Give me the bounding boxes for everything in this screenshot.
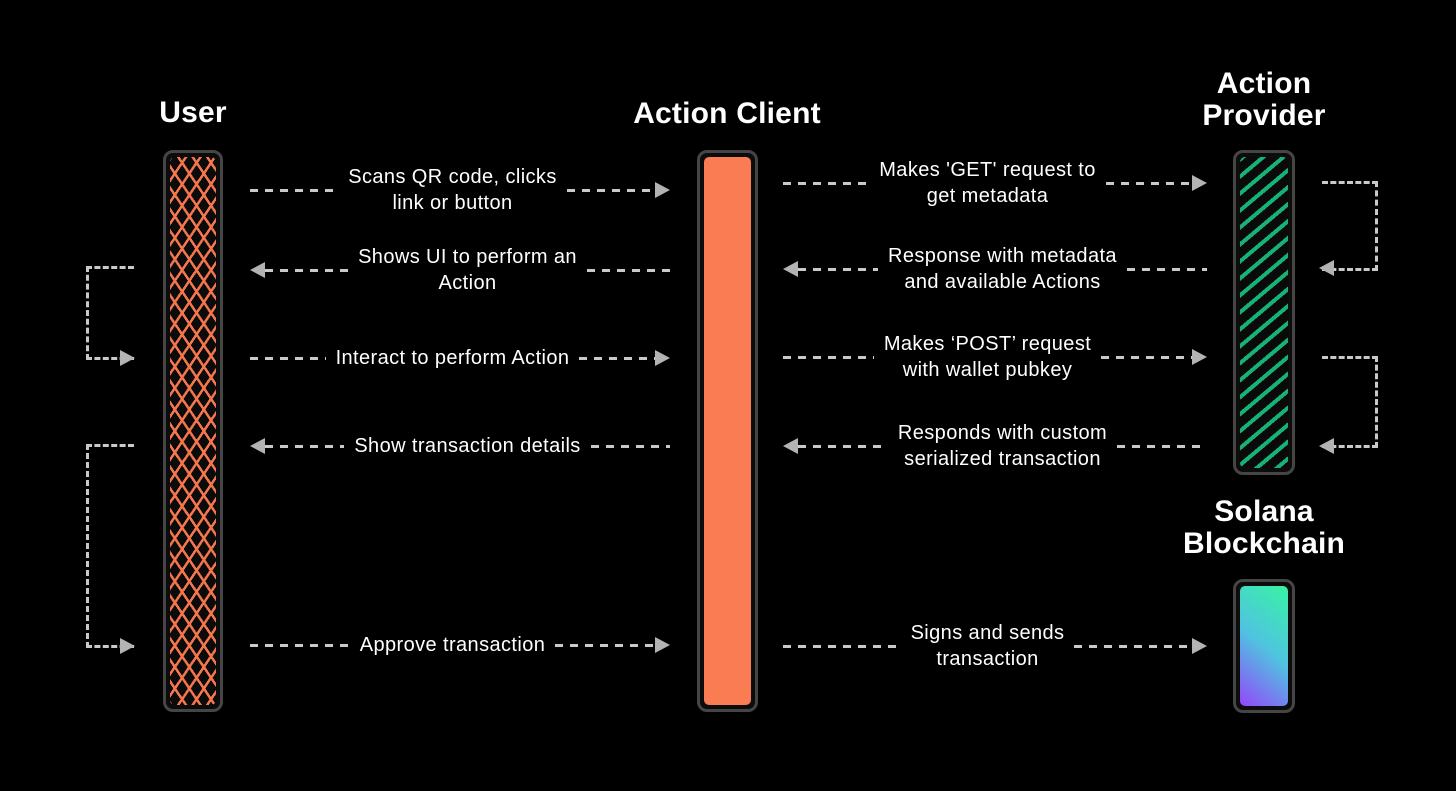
arrow-left-icon bbox=[1319, 438, 1334, 454]
lifeline-solana-blockchain bbox=[1233, 579, 1295, 713]
dashed-line bbox=[783, 355, 874, 359]
message-label: Scans QR code, clicks link or button bbox=[348, 166, 557, 214]
message-label: Makes ‘POST’ request with wallet pubkey bbox=[883, 333, 1092, 381]
dashed-line bbox=[250, 356, 326, 360]
dashed-line bbox=[590, 444, 671, 448]
lifeline-user bbox=[163, 150, 223, 712]
dashed-line bbox=[783, 181, 870, 185]
message-label: Show transaction details bbox=[354, 435, 581, 457]
self-loop-user-2 bbox=[86, 444, 134, 648]
arrow-right-icon bbox=[655, 182, 670, 198]
message-show-transaction-details: Show transaction details bbox=[250, 433, 671, 459]
self-loop-user-1 bbox=[86, 266, 134, 360]
dashed-line bbox=[1117, 444, 1208, 448]
message-label: Makes 'GET' request to get metadata bbox=[879, 159, 1096, 207]
solana-gradient-fill bbox=[1240, 586, 1288, 706]
message-approve-transaction: Approve transaction bbox=[250, 632, 671, 658]
arrow-left-icon bbox=[783, 438, 798, 454]
dashed-line bbox=[265, 268, 349, 272]
dashed-line bbox=[555, 643, 656, 647]
lifeline-action-provider bbox=[1233, 150, 1295, 475]
message-label: Signs and sends transaction bbox=[910, 622, 1065, 670]
message-makes-get-request: Makes 'GET' request to get metadata bbox=[783, 157, 1208, 209]
lifeline-action-client bbox=[697, 150, 758, 712]
message-label: Response with metadata and available Act… bbox=[888, 245, 1117, 293]
dashed-line bbox=[1101, 355, 1193, 359]
message-label: Approve transaction bbox=[359, 634, 546, 656]
message-label: Responds with custom serialized transact… bbox=[897, 422, 1108, 470]
message-label: Shows UI to perform an Action bbox=[358, 246, 577, 294]
arrow-right-icon bbox=[1192, 349, 1208, 365]
dashed-line bbox=[250, 188, 339, 192]
message-interact-to-perform: Interact to perform Action bbox=[250, 345, 670, 371]
arrow-left-icon bbox=[250, 438, 265, 454]
actor-title-user: User bbox=[159, 96, 227, 129]
arrow-right-icon bbox=[655, 350, 670, 366]
action-provider-stripes-pattern bbox=[1240, 157, 1288, 468]
arrow-left-icon bbox=[1319, 260, 1334, 276]
actor-title-solana-blockchain: Solana Blockchain bbox=[1182, 495, 1346, 560]
dashed-line bbox=[586, 268, 671, 272]
self-loop-provider-2 bbox=[1322, 356, 1378, 448]
actor-title-action-client: Action Client bbox=[633, 97, 821, 130]
user-crosshatch-pattern bbox=[170, 157, 216, 705]
arrow-right-icon bbox=[120, 638, 135, 654]
dashed-line bbox=[566, 188, 655, 192]
message-makes-post-request: Makes ‘POST’ request with wallet pubkey bbox=[783, 331, 1208, 383]
message-label: Interact to perform Action bbox=[335, 347, 570, 369]
arrow-left-icon bbox=[250, 262, 265, 278]
dashed-line bbox=[1126, 267, 1207, 271]
message-scans-qr-code: Scans QR code, clicks link or button bbox=[250, 164, 670, 216]
message-shows-ui: Shows UI to perform an Action bbox=[250, 244, 671, 296]
arrow-right-icon bbox=[120, 350, 135, 366]
dashed-line bbox=[265, 444, 345, 448]
dashed-line bbox=[250, 643, 350, 647]
arrow-right-icon bbox=[655, 637, 671, 653]
self-loop-provider-1 bbox=[1322, 181, 1378, 271]
action-client-fill bbox=[704, 157, 751, 705]
dashed-line bbox=[798, 267, 879, 271]
dashed-line bbox=[1074, 644, 1193, 648]
arrow-right-icon bbox=[1192, 175, 1208, 191]
message-signs-and-sends: Signs and sends transaction bbox=[783, 620, 1208, 672]
dashed-line bbox=[783, 644, 901, 648]
message-response-with-metadata: Response with metadata and available Act… bbox=[783, 243, 1207, 295]
arrow-right-icon bbox=[1192, 638, 1208, 654]
actor-title-action-provider: Action Provider bbox=[1202, 67, 1326, 132]
dashed-line bbox=[1105, 181, 1193, 185]
dashed-line bbox=[579, 356, 655, 360]
dashed-line bbox=[798, 444, 888, 448]
message-responds-serialized-transaction: Responds with custom serialized transact… bbox=[783, 420, 1208, 472]
arrow-left-icon bbox=[783, 261, 798, 277]
